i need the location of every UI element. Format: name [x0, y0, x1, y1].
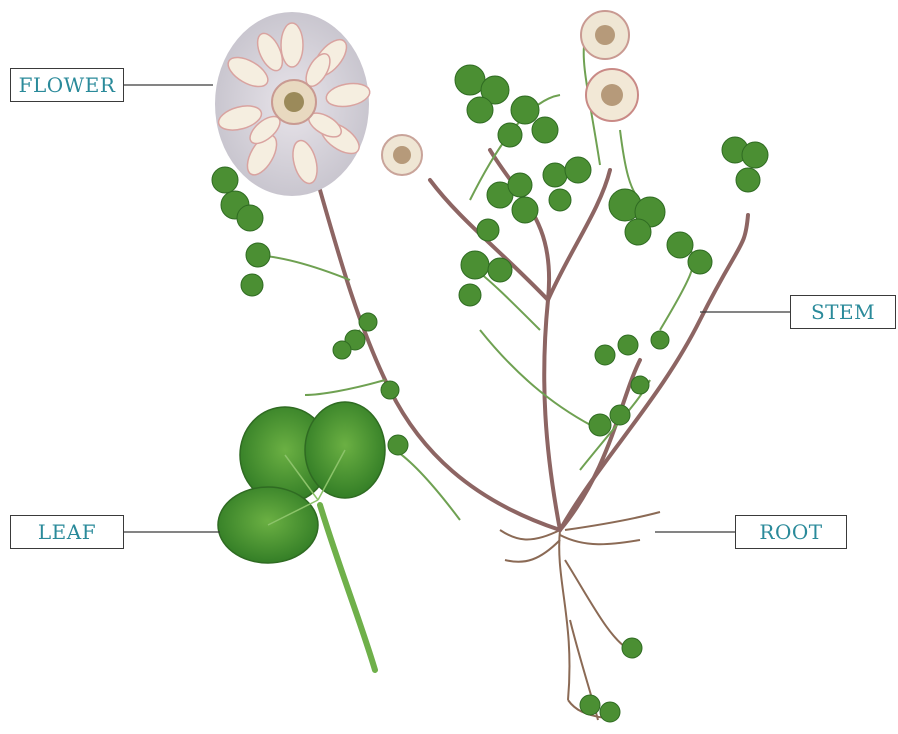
small-flower-heads	[382, 11, 638, 175]
root-label: ROOT	[735, 515, 847, 549]
leaf-label: LEAF	[10, 515, 124, 549]
large-leaf	[218, 402, 385, 670]
connector-lines	[124, 85, 790, 532]
flower-label: FLOWER	[10, 68, 124, 102]
stem-label: STEM	[790, 295, 896, 329]
root-system	[500, 512, 660, 720]
magnified-flower	[215, 12, 372, 196]
